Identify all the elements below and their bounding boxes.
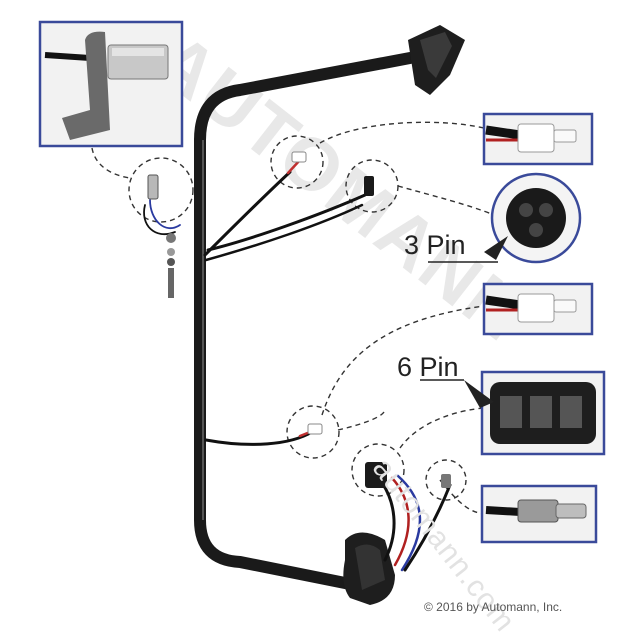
inset-6pin-connector [420, 370, 606, 456]
inset-bulb-socket [480, 484, 598, 544]
three-pin-label: 3 Pin [404, 230, 466, 260]
callout-lines [91, 121, 495, 515]
inset-3pin-connector [428, 172, 582, 264]
inset-2pin-connector-mid [482, 282, 594, 336]
copyright-notice: © 2016 by Automann, Inc. [424, 600, 563, 614]
small-connectors [147, 151, 451, 488]
inset-pivot [38, 20, 184, 148]
inset-2pin-connector-top [482, 112, 594, 166]
mirror-arm [194, 25, 465, 605]
six-pin-label: 6 Pin [397, 352, 459, 382]
wiring-harness [143, 158, 452, 572]
